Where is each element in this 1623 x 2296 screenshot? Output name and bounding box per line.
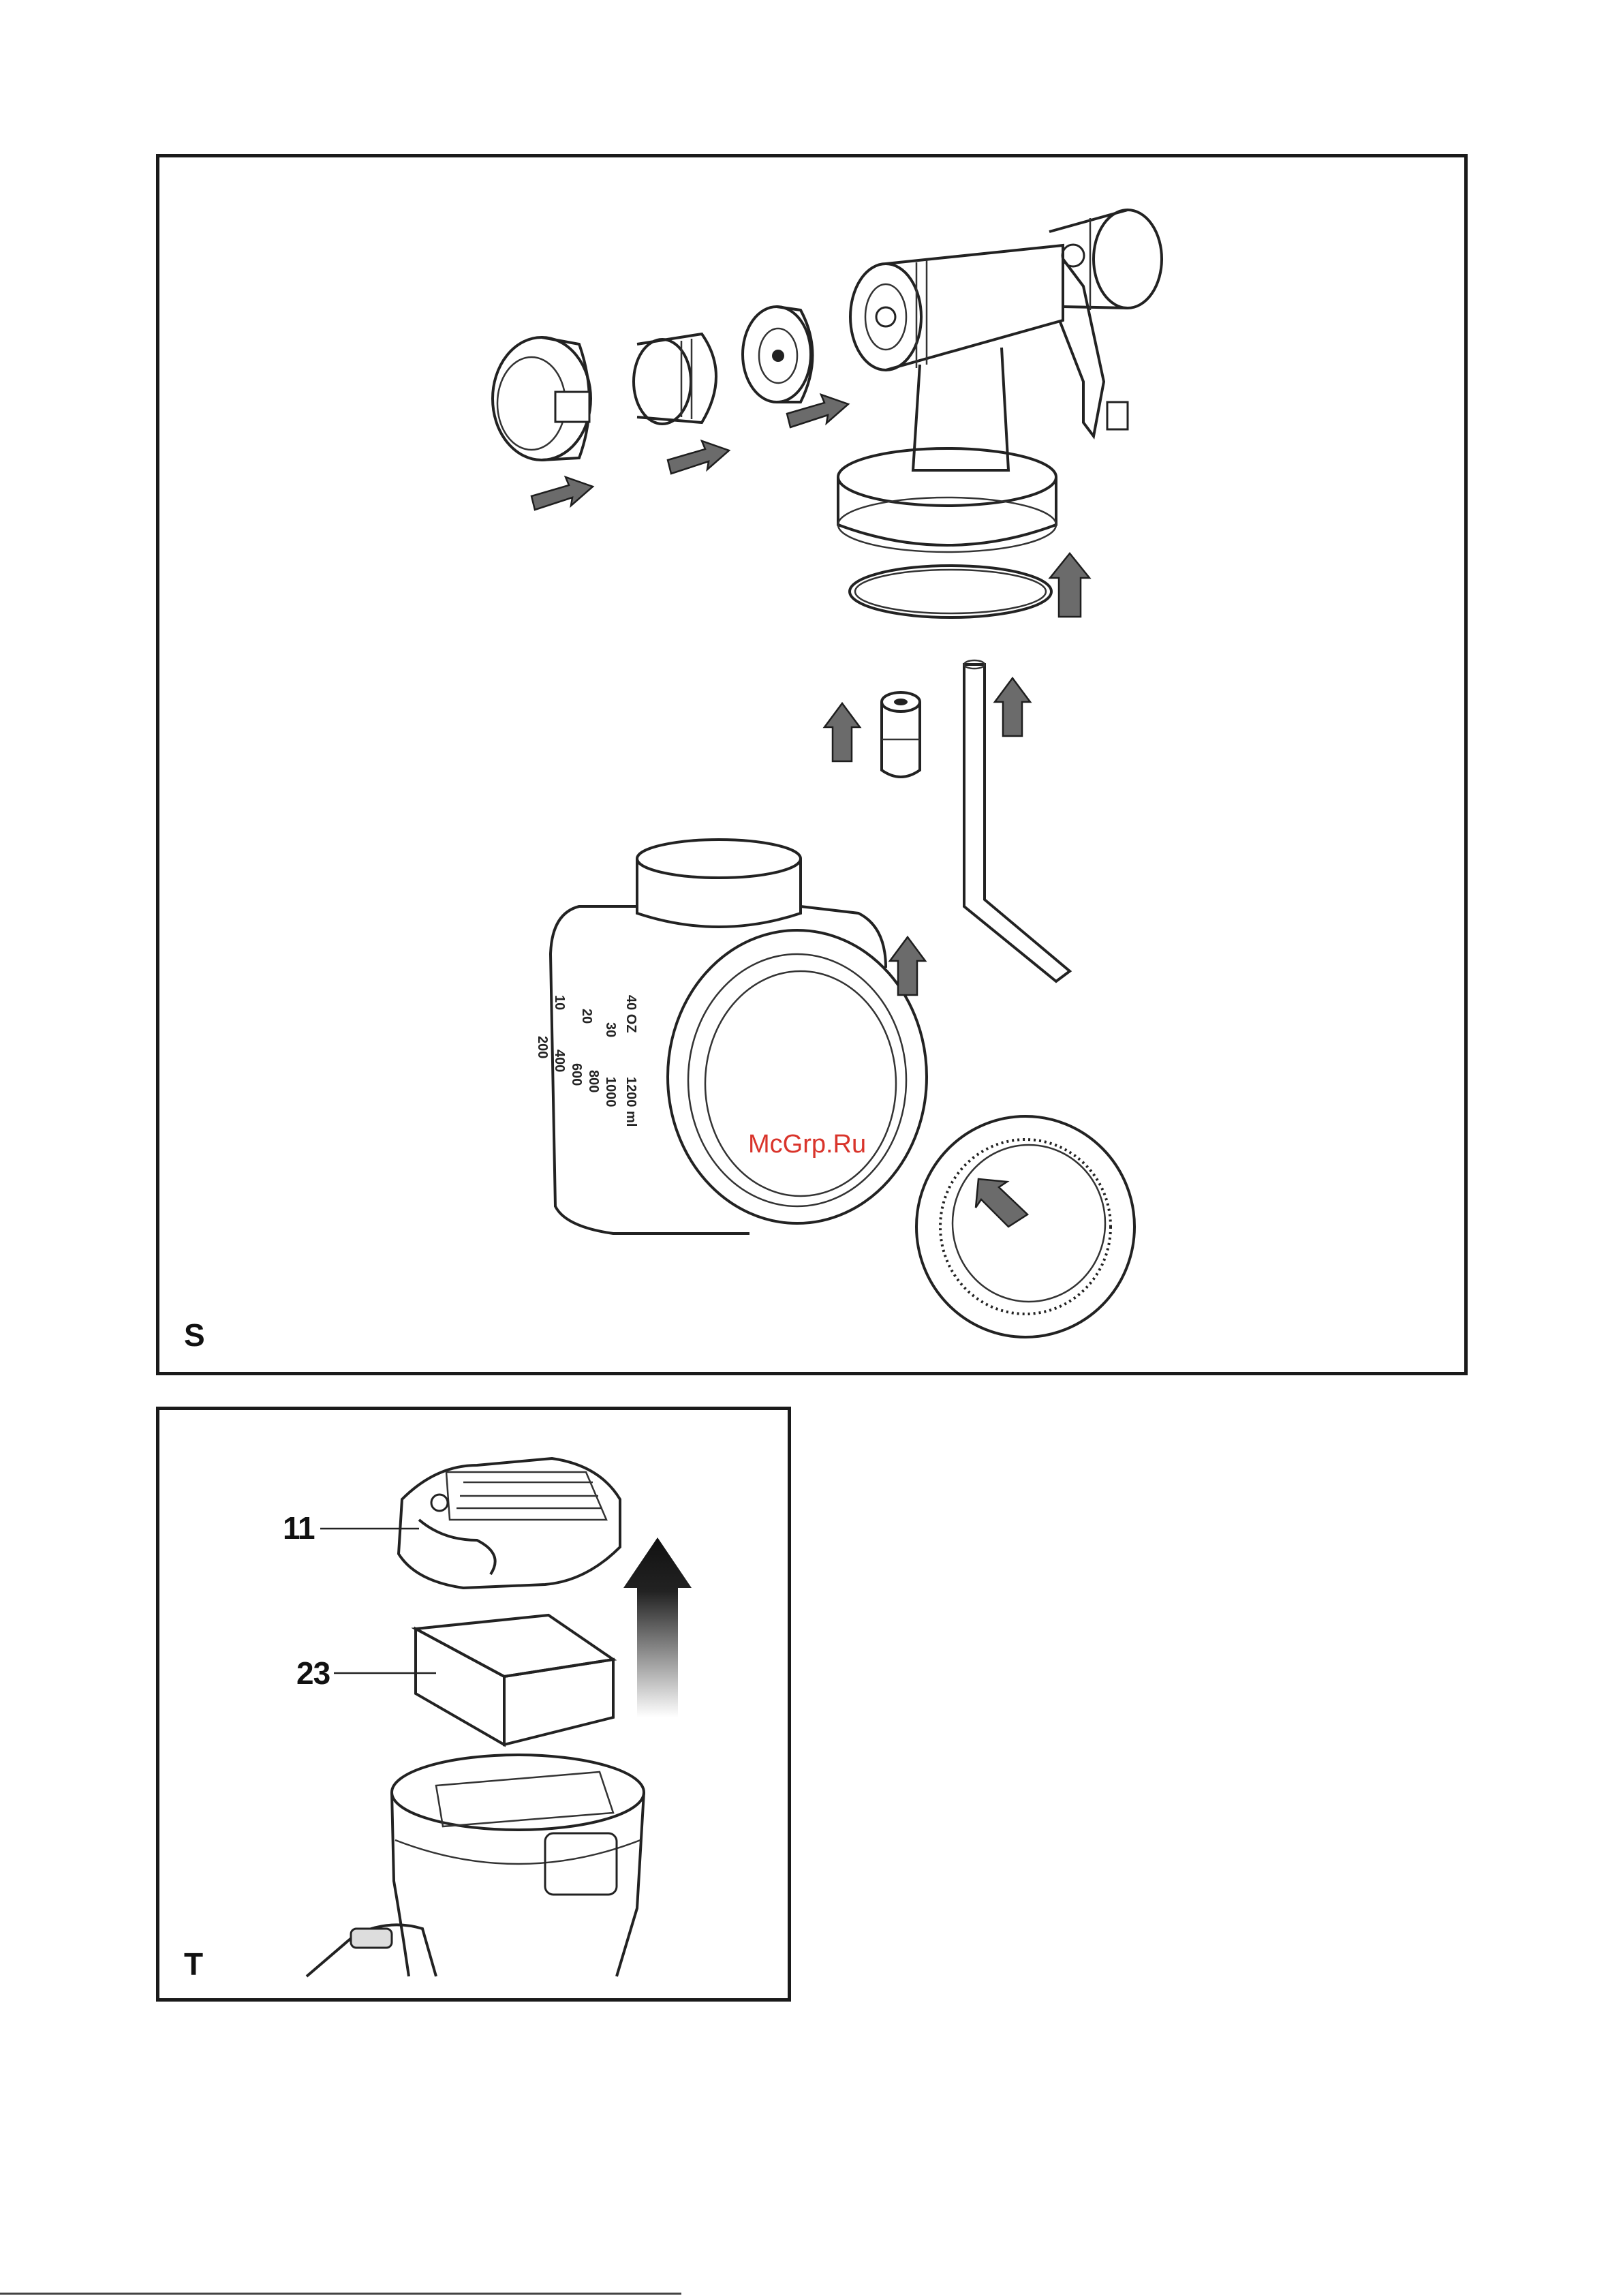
ml-mark-800: 800: [586, 1070, 601, 1092]
arrow-nozzle-ring: [531, 477, 593, 510]
arrow-nozzle: [787, 395, 848, 427]
callout-11: 11: [283, 1510, 315, 1546]
oz-mark-10: 10: [552, 995, 567, 1010]
arrow-container-up: [890, 937, 925, 995]
container-lid: [916, 1116, 1134, 1337]
arrow-lid: [976, 1179, 1027, 1227]
arrow-tube-up: [995, 678, 1030, 736]
panel-t-filter: [156, 1407, 791, 2002]
air-cap: [634, 334, 716, 424]
valve-piece: [882, 692, 920, 777]
arrow-valve-up: [824, 703, 860, 761]
oz-mark-30: 30: [603, 1022, 618, 1037]
watermark: McGrp.Ru: [748, 1130, 866, 1159]
arrow-air-cap: [668, 441, 729, 474]
panel-label-t: T: [184, 1946, 203, 1983]
arrow-ring-up: [1050, 553, 1089, 617]
callout-23: 23: [296, 1655, 330, 1692]
ml-mark-400: 400: [552, 1050, 567, 1072]
nozzle-cap-ring: [493, 337, 591, 460]
o-ring-seal: [850, 566, 1051, 617]
spray-gun-head: [838, 210, 1162, 552]
ml-mark-1200: 1200 ml: [623, 1077, 638, 1127]
ml-mark-600: 600: [569, 1063, 584, 1086]
page-bottom-rule: [0, 2293, 681, 2295]
ml-mark-200: 200: [535, 1036, 550, 1058]
oz-mark-20: 20: [579, 1009, 594, 1024]
nozzle-insert: [743, 307, 813, 402]
panel-label-s: S: [184, 1317, 205, 1353]
ml-mark-1000: 1000: [603, 1077, 618, 1107]
oz-mark-40: 40 OZ: [623, 995, 638, 1033]
